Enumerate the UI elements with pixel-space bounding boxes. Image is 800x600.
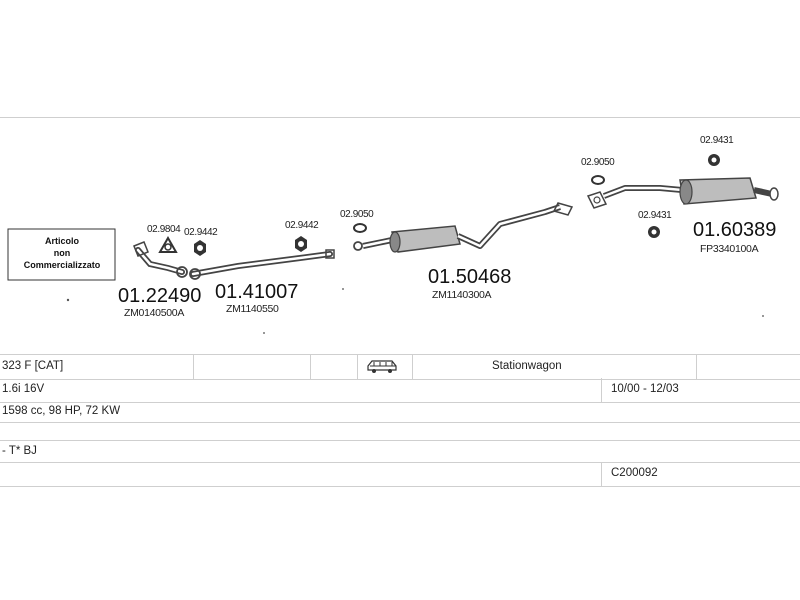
front-pipe-part[interactable] [133,241,188,278]
table-row [0,422,800,441]
model-cell: 323 F [CAT] [2,360,64,372]
part-number-01-50468: 01.50468 [428,266,511,288]
note-cell: - T* BJ [2,445,37,457]
table-row: 1598 cc, 98 HP, 72 KW [0,402,800,423]
clamp-02-9442-icon [194,240,206,256]
not-sold-line-2: non [54,248,71,258]
exhaust-system-diagram: Articolo non Commercializzato 01.22490 Z… [7,135,779,334]
gasket-02-9804-icon [158,235,178,253]
intermediate-pipe-part[interactable] [189,249,335,280]
part-code-zm1140550: ZM1140550 [226,303,279,315]
accessory-label-02-9050-b: 02.9050 [581,157,615,168]
years-cell: 10/00 - 12/03 [611,383,679,395]
not-sold-line-1: Articolo [45,236,80,246]
table-row: - T* BJ [0,440,800,463]
catalog-code-cell: C200092 [611,467,658,479]
accessory-label-02-9431-b: 02.9431 [638,210,672,221]
rear-silencer-part[interactable] [586,177,779,209]
not-sold-line-3: Commercializzato [24,260,101,270]
part-code-zm1140300a: ZM1140300A [432,289,492,301]
part-code-fp3340100a: FP3340100A [700,243,759,255]
accessory-label-02-9804: 02.9804 [147,224,181,235]
table-row: 1.6i 16V 10/00 - 12/03 [0,378,800,403]
gasket-02-9050-b-icon [591,175,605,185]
gasket-02-9050-icon [353,223,367,233]
not-sold-box: Articolo non Commercializzato [7,228,116,281]
part-number-01-60389: 01.60389 [693,219,776,241]
accessory-label-02-9050-a: 02.9050 [340,209,374,220]
part-code-zm0140500a: ZM0140500A [124,307,184,319]
accessory-label-02-9442-a: 02.9442 [184,227,218,238]
rubber-mount-02-9431-a-icon [708,154,720,166]
table-row: C200092 [0,462,800,487]
part-number-01-41007: 01.41007 [215,281,298,303]
part-number-01-22490: 01.22490 [118,285,201,307]
body-type-cell: Stationwagon [492,360,562,372]
clamp-02-9442-b-icon [295,236,307,252]
engine-cell: 1.6i 16V [2,383,45,395]
table-row: 323 F [CAT] Stationwagon [0,354,800,380]
accessory-label-02-9431-a: 02.9431 [700,135,734,146]
rubber-mount-02-9431-b-icon [648,226,660,238]
top-divider [0,117,800,118]
accessory-label-02-9442-b: 02.9442 [285,220,319,231]
center-silencer-part[interactable] [353,202,574,253]
vehicle-info-table: 323 F [CAT] Stationwagon 1.6i 16V 10/00 … [0,354,800,487]
car-wagon-icon [366,358,398,382]
specs-cell: 1598 cc, 98 HP, 72 KW [2,405,121,417]
